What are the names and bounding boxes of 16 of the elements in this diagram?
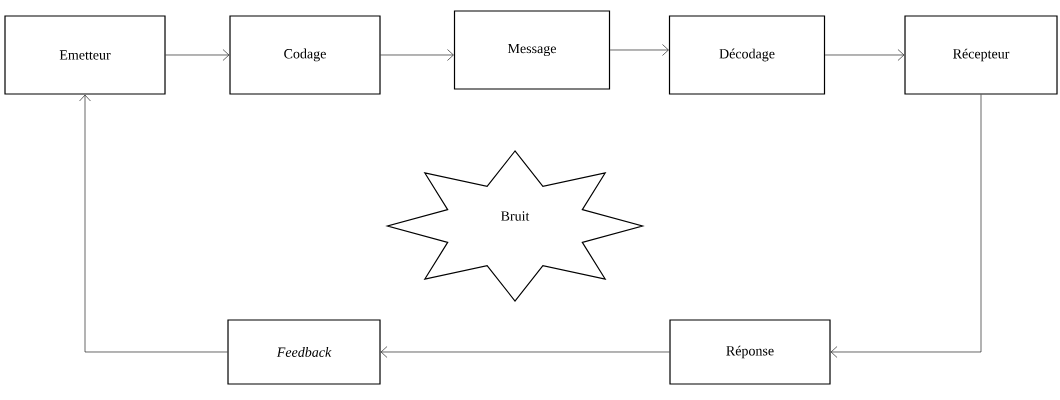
process-box: Récepteur	[904, 15, 1058, 95]
star-shape	[385, 150, 645, 302]
process-box: Codage	[229, 15, 381, 95]
arrow	[380, 346, 670, 358]
process-box: Décodage	[668, 15, 826, 95]
star-label: Bruit	[501, 211, 530, 221]
arrow	[165, 49, 230, 61]
arrow	[824, 49, 905, 61]
process-box: Feedback	[227, 319, 381, 385]
arrow	[609, 44, 669, 56]
process-box: Réponse	[669, 319, 831, 385]
arrow	[830, 94, 982, 358]
arrow	[380, 49, 454, 61]
process-box: Emetteur	[4, 15, 166, 95]
arrow	[79, 94, 228, 353]
process-box: Message	[453, 10, 611, 90]
